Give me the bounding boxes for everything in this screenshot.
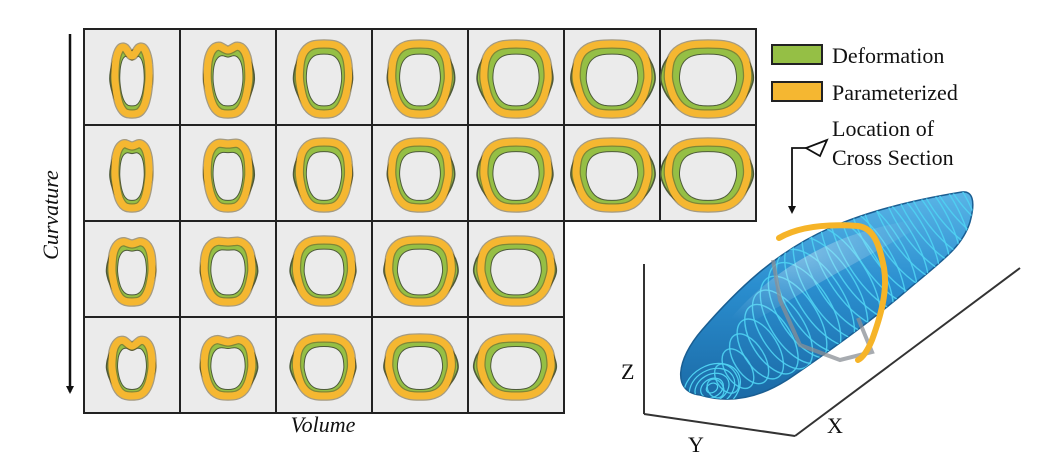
legend-label-parameterized: Parameterized: [832, 80, 958, 105]
grid-cell: [467, 124, 565, 222]
axis-y-label: Y: [688, 432, 704, 457]
grid-cell: [179, 28, 277, 126]
legend-item-deformation: Deformation: [771, 43, 944, 68]
deformation-inner: [585, 151, 639, 201]
legend-label-deformation: Deformation: [832, 43, 944, 68]
legend-swatch-deformation: [771, 44, 823, 65]
curvature-label: Curvature: [38, 170, 63, 260]
parameterized-ring: [295, 40, 353, 118]
parameterized-ring: [111, 140, 153, 212]
callout-line-1: Location of: [832, 116, 935, 141]
grid-cell: [179, 316, 277, 414]
deformation-inner: [492, 53, 540, 107]
deformation-inner: [210, 249, 246, 296]
grid-cell: [275, 28, 373, 126]
grid-cell: [83, 28, 181, 126]
parameterized-ring: [388, 40, 452, 118]
callout-line-2: Cross Section: [832, 145, 954, 170]
parameterized-ring: [203, 42, 253, 118]
deformation-inner: [492, 151, 540, 201]
deformation-inner: [396, 345, 444, 391]
legend: Deformation Parameterized Location of Cr…: [771, 43, 958, 214]
parameterized-ring: [292, 236, 356, 306]
parameterized-ring: [111, 43, 153, 118]
axes-3d: [643, 264, 1021, 437]
grid-cell: [659, 28, 757, 126]
grid-cell: [467, 316, 565, 414]
legend-swatch-parameterized: [771, 81, 823, 102]
deformation-inner: [490, 248, 542, 296]
deformation-inner: [210, 347, 246, 391]
parameterized-ring: [480, 40, 552, 118]
grid-cell: [659, 124, 757, 222]
deformation-inner: [678, 53, 738, 107]
parameterized-ring: [572, 138, 652, 212]
grid-cell: [83, 316, 181, 414]
volume-label: Volume: [291, 412, 356, 437]
parameterized-ring: [200, 336, 256, 400]
grid-cell: [563, 124, 661, 222]
cross-section-grid: [83, 28, 757, 414]
grid-cell: [371, 28, 469, 126]
deformation-inner: [399, 151, 441, 201]
deformation-inner: [305, 53, 343, 107]
parameterized-ring: [295, 138, 353, 212]
parameterized-ring: [664, 40, 752, 118]
axis-x-label: X: [827, 413, 843, 438]
deformation-inner: [303, 345, 345, 391]
cross-section-ring: [776, 222, 889, 363]
parameterized-ring: [108, 238, 156, 306]
deformation-inner: [117, 347, 147, 391]
deformation-inner: [212, 151, 244, 201]
deformation-inner: [117, 249, 147, 296]
deformation-inner: [585, 53, 639, 107]
grid-cell: [371, 220, 469, 318]
grid-cell: [275, 316, 373, 414]
parameterized-ring: [200, 237, 256, 306]
parameterized-ring: [572, 40, 652, 118]
grid-cell: [563, 28, 661, 126]
deformation-inner: [678, 151, 738, 201]
grid-cell: [179, 220, 277, 318]
deformation-inner: [305, 151, 343, 201]
curvature-axis: Curvature: [38, 34, 74, 394]
axis-z-label: Z: [621, 359, 634, 384]
grid-cell: [371, 316, 469, 414]
grid-cell: [83, 220, 181, 318]
parameterized-ring: [477, 334, 555, 400]
grid-cell: [371, 124, 469, 222]
parameterized-ring: [477, 236, 555, 306]
deformation-inner: [399, 53, 441, 107]
deformation-inner: [303, 248, 345, 296]
legend-item-parameterized: Parameterized: [771, 80, 958, 105]
grid-cell: [467, 220, 565, 318]
callout-leader: [788, 147, 806, 214]
grid-cell: [83, 124, 181, 222]
parameterized-ring: [108, 336, 156, 400]
parameterized-ring: [388, 138, 452, 212]
deformation-inner: [490, 345, 542, 391]
parameterized-ring: [385, 334, 455, 400]
deformation-inner: [119, 55, 145, 107]
deformation-inner: [396, 248, 444, 296]
deformation-inner: [212, 55, 244, 107]
parameterized-ring: [292, 334, 356, 400]
parameterized-ring: [385, 236, 455, 306]
callout-pointer: [803, 138, 829, 158]
grid-cell: [275, 124, 373, 222]
parameterized-ring: [480, 138, 552, 212]
grid-cell: [179, 124, 277, 222]
parameterized-ring: [203, 139, 253, 212]
parameterized-ring: [664, 138, 752, 212]
deformation-inner: [119, 152, 145, 201]
grid-cell: [467, 28, 565, 126]
grid-cell: [275, 220, 373, 318]
